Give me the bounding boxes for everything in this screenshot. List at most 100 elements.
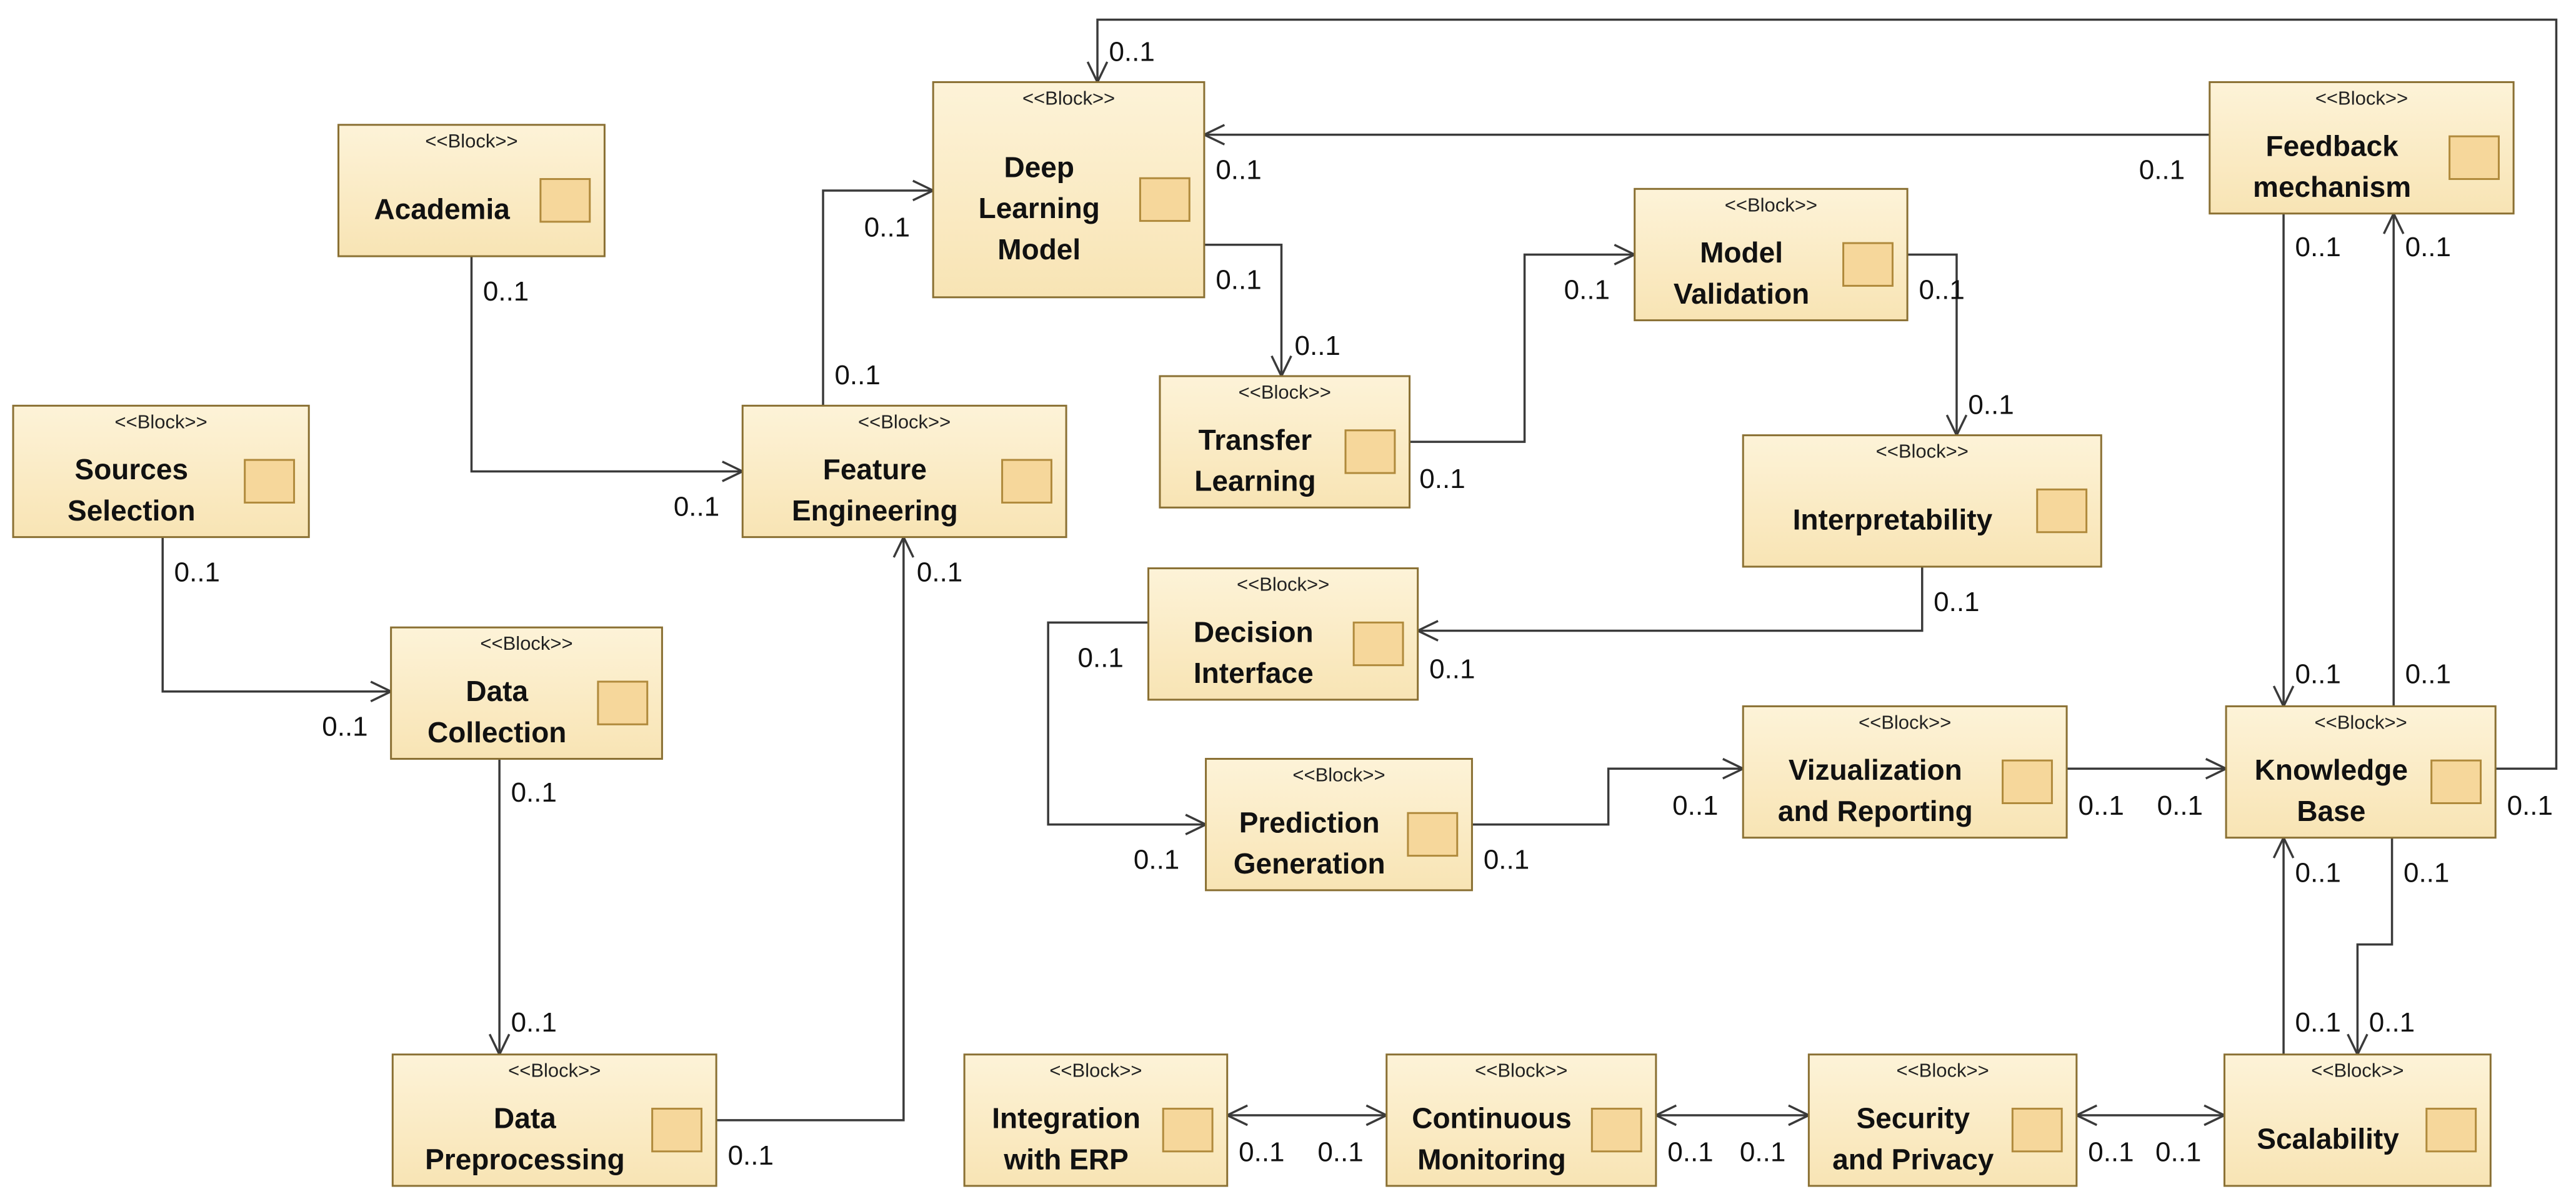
block-name-line: Continuous — [1412, 1102, 1572, 1135]
block-academia[interactable]: <<Block>>Academia — [337, 124, 606, 257]
connector-transfer-learning-to-model-validation — [1409, 253, 1635, 443]
block-name-line: Validation — [1674, 277, 1809, 310]
block-name-line: Decision — [1194, 615, 1314, 648]
multiplicity-label: 0..1 — [2157, 790, 2203, 821]
multiplicity-label: 0..1 — [2404, 858, 2449, 888]
block-frame — [1159, 375, 1411, 509]
multiplicity-label: 0..1 — [1429, 654, 1475, 685]
block-interpretability[interactable]: <<Block>> Interpretability — [1742, 434, 2102, 568]
multiplicity-label: 0..1 — [1672, 790, 1718, 821]
connector-data-preprocessing-to-feature-engineering — [716, 537, 905, 1122]
block-name-line: Prediction — [1239, 806, 1380, 838]
block-name-line: Preprocessing — [425, 1143, 625, 1175]
block-name-line: Deep — [1004, 151, 1074, 183]
multiplicity-label: 0..1 — [1216, 155, 1261, 186]
multiplicity-label: 0..1 — [511, 777, 557, 808]
block-name-line: Interface — [1194, 657, 1314, 689]
block-icon — [597, 680, 649, 725]
block-name-line: Engineering — [792, 494, 958, 527]
block-name-line: Integration — [992, 1102, 1141, 1135]
stereotype-label: <<Block>> — [115, 410, 207, 432]
multiplicity-label: 0..1 — [2405, 659, 2451, 690]
block-icon — [1842, 242, 1894, 287]
multiplicity-label: 0..1 — [864, 212, 910, 243]
connector-deep-learning-model-to-transfer-learning — [1204, 243, 1283, 377]
multiplicity-label: 0..1 — [511, 1007, 557, 1038]
block-icon — [651, 1107, 703, 1153]
multiplicity-label: 0..1 — [1134, 845, 1179, 875]
stereotype-label: <<Block>> — [480, 632, 572, 654]
block-scalability[interactable]: <<Block>>Scalability — [2223, 1053, 2492, 1187]
block-name-line: Interpretability — [1793, 503, 1993, 535]
connector-prediction-generation-to-vizualization-reporting — [1472, 767, 1744, 826]
multiplicity-layer: 0..1 0..1 0..1 0..1 0..1 0..1 0..1 0..1 0..1 0..1… — [174, 36, 2553, 1171]
multiplicity-label: 0..1 — [483, 276, 529, 307]
multiplicity-label: 0..1 — [2369, 1007, 2415, 1038]
block-name-line: Learning — [1194, 465, 1315, 497]
connector-feature-engineering-to-deep-learning-model — [822, 189, 934, 406]
block-name-line: mechanism — [2253, 171, 2411, 203]
multiplicity-label: 0..1 — [674, 491, 719, 522]
block-icon — [1407, 812, 1459, 857]
block-feedback-mechanism[interactable]: <<Block>> Feedback mechanism — [2209, 81, 2515, 215]
block-icon — [2430, 759, 2482, 804]
stereotype-label: <<Block>> — [1475, 1060, 1567, 1082]
multiplicity-label: 0..1 — [2295, 659, 2340, 690]
multiplicity-label: 0..1 — [2295, 232, 2340, 262]
block-name-line: and Reporting — [1778, 795, 1973, 827]
block-name-line: Collection — [427, 716, 566, 749]
stereotype-label: <<Block>> — [2315, 87, 2408, 109]
block-name-line: Feature — [823, 453, 927, 485]
block-layer: <<Block>>Academia <<Block>>SourcesSelecti… — [12, 81, 2515, 1187]
multiplicity-label: 0..1 — [917, 557, 962, 588]
connector-layer — [161, 18, 2558, 1127]
stereotype-label: <<Block>> — [1022, 87, 1115, 109]
block-name-line: Generation — [1234, 847, 1385, 880]
block-name-line: Model — [997, 233, 1081, 266]
multiplicity-label: 0..1 — [2295, 1007, 2340, 1038]
block-icon — [2449, 135, 2500, 181]
block-icon — [2002, 759, 2053, 804]
stereotype-label: <<Block>> — [1876, 440, 1969, 462]
block-name-line: Base — [2297, 795, 2365, 827]
block-icon — [1139, 177, 1191, 222]
block-icon — [2036, 488, 2088, 534]
stereotype-label: <<Block>> — [1049, 1060, 1142, 1082]
block-icon — [539, 178, 591, 223]
stereotype-label: <<Block>> — [1859, 711, 1951, 733]
multiplicity-label: 0..1 — [1317, 1137, 1363, 1168]
connector-interpretability-to-decision-interface — [1417, 566, 1924, 632]
connector-model-validation-to-interpretability — [1907, 253, 1958, 435]
connector-decision-interface-to-prediction-generation — [1047, 621, 1206, 826]
block-name-line: Selection — [67, 494, 196, 527]
block-name-line: Model — [1700, 236, 1783, 269]
block-name-line: Feedback — [2266, 129, 2399, 162]
multiplicity-label: 0..1 — [1667, 1137, 1713, 1168]
multiplicity-label: 0..1 — [728, 1140, 774, 1171]
multiplicity-label: 0..1 — [1919, 274, 1964, 305]
block-icon — [2425, 1107, 2477, 1153]
multiplicity-label: 0..1 — [1934, 587, 1979, 617]
stereotype-label: <<Block>> — [1292, 764, 1385, 786]
multiplicity-label: 0..1 — [2405, 232, 2451, 262]
block-icon — [1001, 459, 1052, 504]
block-name-line: Knowledge — [2255, 754, 2408, 786]
multiplicity-label: 0..1 — [1968, 389, 2014, 420]
stereotype-label: <<Block>> — [1237, 574, 1329, 595]
multiplicity-label: 0..1 — [2295, 858, 2340, 888]
